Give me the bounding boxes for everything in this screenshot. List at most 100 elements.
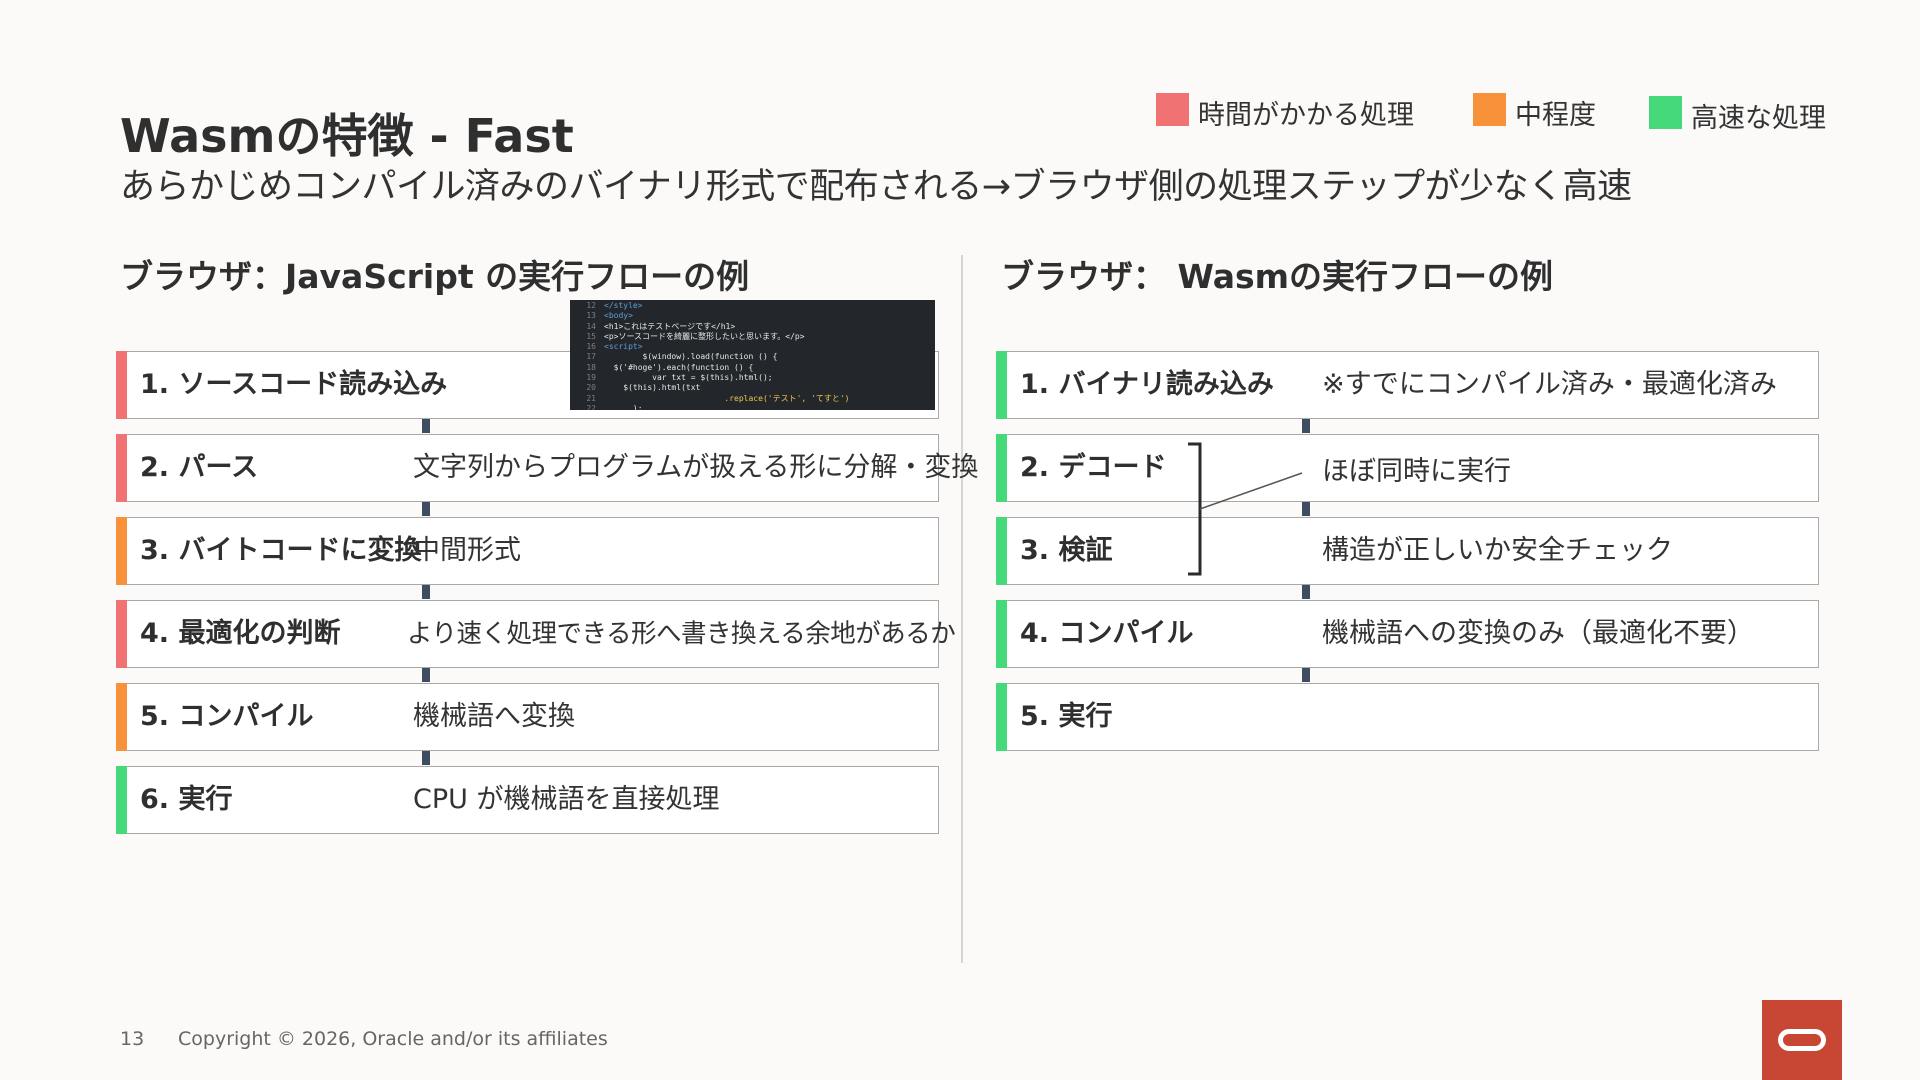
parallel-bracket — [1188, 442, 1303, 576]
js-connector-4 — [422, 668, 430, 682]
code-line-number: 16 — [586, 342, 596, 352]
wasm-step-4-label: 4. コンパイル — [1020, 618, 1194, 649]
code-line-number: 19 — [586, 373, 596, 383]
legend-swatch-medium — [1473, 93, 1506, 126]
code-lines: 12 </style> 13 <body> 14 <h1>これはテストページです</h1>… — [570, 301, 935, 410]
oracle-logo-icon — [1762, 1000, 1842, 1080]
js-step-3: 3. バイトコードに変換 中間形式 — [116, 517, 939, 585]
code-line: 21 .replace('テスト', 'てすと') — [570, 394, 935, 404]
wasm-step-1-label: 1. バイナリ読み込み — [1020, 369, 1274, 400]
legend-label-fast: 高速な処理 — [1691, 103, 1826, 134]
js-step-2: 2. パース 文字列からプログラムが扱える形に分解・変換 — [116, 434, 978, 502]
code-line-number: 22 — [586, 403, 596, 410]
wasm-step-5: 5. 実行 — [996, 683, 1819, 751]
wasm-step-3-label: 3. 検証 — [1020, 535, 1113, 566]
legend-swatch-fast — [1649, 96, 1682, 129]
code-line-number: 20 — [586, 383, 596, 393]
wasm-step-2-color-bar — [996, 434, 1007, 502]
js-step-5-color-bar — [116, 683, 127, 751]
wasm-step-5-color-bar — [996, 683, 1007, 751]
wasm-connector-2 — [1302, 502, 1310, 516]
code-line-number: 17 — [586, 352, 596, 362]
code-line-number: 13 — [586, 311, 596, 321]
code-line-text: .replace('テスト', 'てすと') — [604, 393, 850, 403]
js-connector-2 — [422, 502, 430, 516]
wasm-connector-4 — [1302, 668, 1310, 682]
code-line-text: $(window).load(function () { — [604, 352, 778, 362]
slide-subtitle: あらかじめコンパイル済みのバイナリ形式で配布される→ブラウザ側の処理ステップが少… — [120, 167, 1632, 207]
code-line: 20 $(this).html(txt — [570, 383, 935, 393]
code-line: 16 <script> — [570, 342, 935, 352]
js-step-5: 5. コンパイル 機械語へ変換 — [116, 683, 939, 751]
code-line: 14 <h1>これはテストページです</h1> — [570, 322, 935, 332]
code-line-number: 18 — [586, 362, 596, 372]
wasm-step-2-label: 2. デコード — [1020, 452, 1167, 483]
code-line-number: 15 — [586, 331, 596, 341]
wasm-step-2: 2. デコード ほぼ同時に実行 — [996, 434, 1819, 502]
wasm-step-4-description: 機械語への変換のみ（最適化不要） — [1322, 618, 1754, 649]
legend-label-medium: 中程度 — [1515, 100, 1596, 131]
js-step-2-color-bar — [116, 434, 127, 502]
js-step-4-description: より速く処理できる形へ書き換える余地があるか — [407, 619, 956, 649]
code-line-text: $('#hoge').each(function () { — [604, 362, 754, 372]
wasm-step-3-description: 構造が正しいか安全チェック — [1322, 535, 1673, 566]
js-step-1-label: 1. ソースコード読み込み — [140, 369, 448, 400]
code-line: 22 ); — [570, 404, 935, 410]
js-step-6-color-bar — [116, 766, 127, 834]
wasm-step-3: 3. 検証 構造が正しいか安全チェック — [996, 517, 1819, 585]
code-line: 15 <p>ソースコードを綺麗に整形したいと思います。</p> — [570, 332, 935, 342]
js-step-4-label: 4. 最適化の判断 — [140, 618, 341, 649]
wasm-flow-title: ブラウザ： Wasmの実行フローの例 — [1001, 257, 1554, 296]
code-line: 18 $('#hoge').each(function () { — [570, 363, 935, 373]
js-step-3-color-bar — [116, 517, 127, 585]
js-connector-5 — [422, 751, 430, 765]
wasm-step-3-color-bar — [996, 517, 1007, 585]
copyright-text: Copyright © 2026, Oracle and/or its affi… — [178, 1028, 608, 1050]
wasm-step-1: 1. バイナリ読み込み ※すでにコンパイル済み・最適化済み — [996, 351, 1819, 419]
code-line: 17 $(window).load(function () { — [570, 352, 935, 362]
js-step-4: 4. 最適化の判断 より速く処理できる形へ書き換える余地があるか — [116, 600, 956, 668]
js-step-3-description: 中間形式 — [413, 535, 521, 566]
page-number: 13 — [120, 1028, 145, 1050]
oracle-logo-ring — [1778, 1029, 1826, 1051]
wasm-step-1-description: ※すでにコンパイル済み・最適化済み — [1322, 369, 1777, 400]
wasm-step-5-label: 5. 実行 — [1020, 701, 1113, 732]
js-step-5-label: 5. コンパイル — [140, 701, 314, 732]
code-snippet-image: 12 </style> 13 <body> 14 <h1>これはテストページです</h1>… — [570, 300, 935, 410]
code-line: 12 </style> — [570, 301, 935, 311]
js-step-6-description: CPU が機械語を直接処理 — [413, 784, 720, 815]
code-line-text: <script> — [604, 342, 643, 352]
slide-title: Wasmの特徴 - Fast — [120, 109, 574, 163]
wasm-connector-1 — [1302, 419, 1310, 433]
code-line-text: var txt = $(this).html(); — [604, 373, 773, 383]
code-line-number: 14 — [586, 321, 596, 331]
wasm-connector-3 — [1302, 585, 1310, 599]
code-line-text: </style> — [604, 301, 643, 310]
js-flow-title: ブラウザ：JavaScript の実行フローの例 — [120, 257, 750, 296]
js-step-2-label: 2. パース — [140, 452, 259, 483]
js-step-6: 6. 実行 CPU が機械語を直接処理 — [116, 766, 939, 834]
wasm-step-1-color-bar — [996, 351, 1007, 419]
bracket-pointer-line — [1199, 472, 1303, 510]
legend-label-slow: 時間がかかる処理 — [1198, 100, 1414, 131]
code-line-text: <body> — [604, 311, 633, 321]
bracket-path — [1188, 442, 1202, 576]
code-line-text: $(this).html(txt — [604, 383, 701, 393]
js-step-4-color-bar — [116, 600, 127, 668]
code-line-text: <h1>これはテストページです</h1> — [604, 321, 736, 331]
column-divider — [961, 255, 963, 963]
wasm-step-2-description: ほぼ同時に実行 — [1322, 456, 1511, 487]
js-step-5-description: 機械語へ変換 — [413, 701, 575, 732]
code-line: 19 var txt = $(this).html(); — [570, 373, 935, 383]
code-line-text: ); — [604, 403, 643, 410]
js-step-6-label: 6. 実行 — [140, 784, 233, 815]
wasm-step-4: 4. コンパイル 機械語への変換のみ（最適化不要） — [996, 600, 1819, 668]
code-line-number: 12 — [586, 301, 596, 310]
code-line: 13 <body> — [570, 311, 935, 321]
js-connector-3 — [422, 585, 430, 599]
code-line-text: <p>ソースコードを綺麗に整形したいと思います。</p> — [604, 331, 805, 341]
legend-swatch-slow — [1156, 93, 1189, 126]
code-line-number: 21 — [586, 393, 596, 403]
wasm-step-4-color-bar — [996, 600, 1007, 668]
js-step-1-color-bar — [116, 351, 127, 419]
